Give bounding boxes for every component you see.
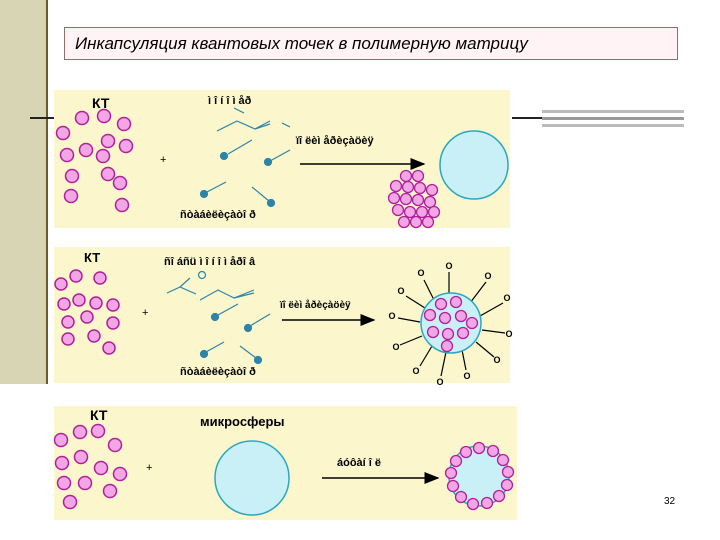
slide-title: Инкапсуляция квантовых точек в полимерну… (75, 34, 528, 53)
decor-bar-2 (542, 117, 684, 120)
left-rule (30, 117, 54, 119)
qd-cluster-1 (387, 169, 441, 229)
qd-label-3: КТ (90, 407, 108, 423)
functionalized-sphere-2: O O O O O O O O O O O O (388, 261, 512, 387)
polymer-sphere-1 (439, 130, 509, 200)
plus-1: + (160, 154, 166, 166)
decor-bar-1 (542, 110, 684, 113)
o-group: O (503, 293, 510, 303)
o-group: O (412, 366, 419, 376)
microspheres-label-3: микросферы (200, 414, 285, 429)
o-group: O (392, 342, 399, 352)
plus-3: + (146, 462, 152, 474)
plus-2: + (142, 307, 148, 319)
title-box: Инкапсуляция квантовых точек в полимерну… (64, 27, 678, 60)
polymerization-label-2: ïî ëèì åðèçàöèÿ (279, 299, 351, 311)
o-group: O (436, 377, 443, 387)
qd-label-2: КТ (84, 250, 100, 265)
qd-group-1 (55, 108, 134, 213)
monomer-label-1: ì î í î ì åð (207, 95, 252, 107)
o-group: O (445, 261, 452, 271)
sidebar-border (46, 0, 48, 384)
qd-label-1: КТ (92, 95, 110, 111)
o-group: O (505, 329, 512, 339)
right-rule (512, 117, 542, 119)
polymerization-label-1: ïî ëèì åðèçàöèÿ (295, 135, 375, 147)
microsphere-3 (214, 440, 290, 516)
o-group: O (463, 371, 470, 381)
stabilizer-label-2: ñòàáèëèçàòî ð (180, 366, 256, 378)
o-group: O (388, 311, 395, 321)
comonomer-label-2: ñî áñü ì î í î ì åðî â (164, 256, 256, 268)
slide-number: 32 (664, 496, 676, 507)
qd-group-3 (53, 423, 128, 510)
o-group: O (397, 286, 404, 296)
monomer-molecules-1 (199, 107, 291, 208)
butanol-label-3: áóôàí î ë (337, 457, 381, 469)
o-group: O (417, 268, 424, 278)
o-group: O (493, 355, 500, 365)
o-group: O (484, 271, 491, 281)
monomer-molecules-2 (166, 270, 271, 365)
slide-sidebar (0, 0, 46, 384)
qd-shell-3 (444, 441, 515, 511)
stabilizer-label-1: ñòàáèëèçàòî ð (180, 209, 256, 221)
qd-group-2 (54, 269, 120, 355)
decor-bar-3 (542, 124, 684, 127)
